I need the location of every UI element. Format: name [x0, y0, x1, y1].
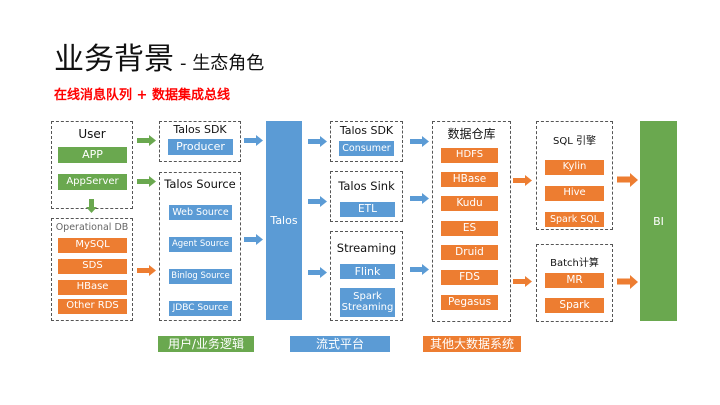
flink-node: Flink [340, 264, 395, 279]
jdbc-source-node: JDBC Source [169, 301, 232, 316]
kylin-node: Kylin [545, 160, 604, 175]
talos-sdk-producer-group: Talos SDK Producer [159, 121, 241, 162]
arrow-down-icon [86, 199, 97, 213]
spark-node: Spark [545, 298, 604, 313]
binlog-source-node: Binlog Source [169, 269, 232, 284]
consumer-node: Consumer [339, 141, 394, 156]
legend-streaming-platform: 流式平台 [290, 336, 390, 352]
hbase-warehouse-node: HBase [441, 172, 498, 187]
etl-node: ETL [340, 202, 395, 217]
web-source-node: Web Source [169, 205, 232, 220]
hbase-node: HBase [58, 280, 127, 295]
page-subtitle: 在线消息队列 + 数据集成总线 [54, 88, 230, 103]
arrow-right-icon [617, 173, 638, 187]
talos-sink-header: Talos Sink [338, 179, 395, 193]
operational-db-header: Operational DB [55, 222, 129, 233]
streaming-group: Streaming Flink Spark Streaming [330, 231, 403, 321]
es-node: ES [441, 221, 498, 236]
streaming-header: Streaming [336, 241, 397, 255]
arrow-right-icon [617, 275, 638, 289]
spark-streaming-node: Spark Streaming [340, 288, 395, 317]
arrow-right-icon [244, 135, 263, 146]
arrow-right-icon [513, 175, 532, 186]
talos-sdk-consumer-header: Talos SDK [339, 124, 394, 137]
talos-bar: Talos [266, 121, 302, 320]
legend-other-bigdata-systems: 其他大数据系统 [423, 336, 521, 352]
data-warehouse-header: 数据仓库 [447, 127, 496, 141]
spark-sql-node: Spark SQL [545, 212, 604, 227]
title-main: 业务背景 [54, 42, 174, 77]
agent-source-node: Agent Source [169, 237, 232, 252]
pegasus-node: Pegasus [441, 295, 498, 310]
mr-node: MR [545, 273, 604, 288]
page-title: 业务背景 - 生态角色 [54, 34, 264, 78]
other-rds-node: Other RDS [58, 299, 127, 314]
talos-source-header: Talos Source [164, 177, 236, 191]
mysql-node: MySQL [58, 238, 127, 253]
arrow-right-icon [244, 234, 263, 245]
app-node: APP [58, 147, 127, 163]
arrow-right-icon [410, 264, 429, 275]
kudu-node: Kudu [441, 196, 498, 211]
batch-compute-header: Batch计算 [550, 258, 599, 269]
talos-sink-group: Talos Sink ETL [330, 171, 403, 222]
hdfs-node: HDFS [441, 148, 498, 163]
legend-user-business-logic: 用户/业务逻辑 [158, 336, 254, 352]
arrow-right-icon [137, 135, 156, 146]
sql-engine-group: SQL 引擎 Kylin Hive Spark SQL [536, 121, 613, 230]
sql-engine-header: SQL 引擎 [553, 136, 596, 147]
bi-bar: BI [640, 121, 677, 321]
hive-node: Hive [545, 186, 604, 201]
batch-compute-group: Batch计算 MR Spark [536, 244, 613, 322]
sds-node: SDS [58, 259, 127, 274]
arrow-right-icon [410, 136, 429, 147]
appserver-node: AppServer [58, 174, 127, 190]
fds-node: FDS [441, 270, 498, 285]
arrow-right-icon [513, 276, 532, 287]
data-warehouse-group: 数据仓库 HDFS HBase Kudu ES Druid FDS Pegasu… [432, 121, 511, 322]
arrow-right-icon [308, 196, 327, 207]
arrow-right-icon [308, 267, 327, 278]
arrow-right-icon [137, 176, 156, 187]
title-sub: - 生态角色 [180, 53, 265, 74]
arrow-right-icon [308, 136, 327, 147]
talos-source-group: Talos Source Web Source Agent Source Bin… [159, 172, 241, 321]
user-header: User [78, 127, 106, 141]
producer-node: Producer [168, 139, 233, 155]
druid-node: Druid [441, 245, 498, 260]
arrow-right-icon [410, 193, 429, 204]
operational-db-group: Operational DB MySQL SDS HBase Other RDS [51, 218, 133, 321]
user-group: User APP AppServer [51, 121, 133, 209]
talos-sdk-producer-header: Talos SDK [173, 123, 227, 136]
talos-sdk-consumer-group: Talos SDK Consumer [330, 121, 403, 162]
arrow-right-icon [137, 265, 156, 276]
